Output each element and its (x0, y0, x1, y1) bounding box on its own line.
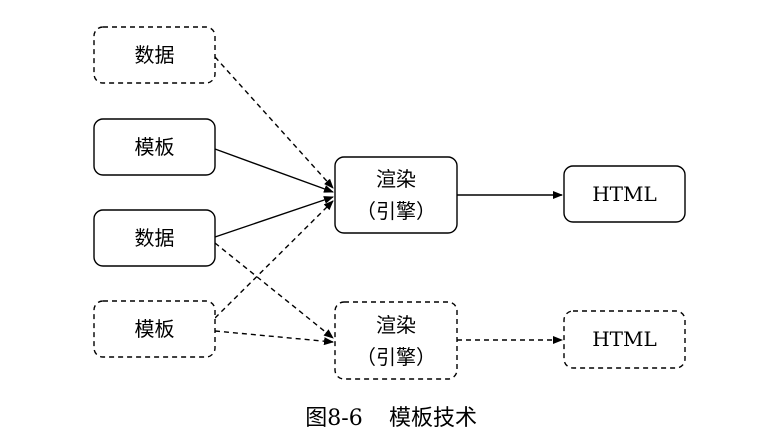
node-render-engine-top-line1: 渲染 (376, 167, 416, 191)
node-render-engine-top: 渲染 （引擎） (334, 156, 458, 234)
node-html-bottom-label: HTML (592, 327, 657, 351)
node-render-engine-top-line2: （引擎） (356, 199, 436, 223)
node-html-top-label: HTML (592, 182, 657, 206)
edge-template-bottom-to-render-bottom (214, 330, 334, 346)
edges (214, 56, 563, 346)
figure-title: 模板技术 (389, 406, 477, 431)
node-template-bottom: 模板 (93, 300, 216, 358)
node-data-mid: 数据 (93, 209, 216, 267)
node-render-engine-bottom: 渲染 （引擎） (334, 301, 458, 380)
edge-data-mid-to-render-top (214, 196, 334, 238)
node-template-mid-label: 模板 (135, 135, 175, 159)
figure-number: 图8-6 (305, 406, 362, 431)
node-render-engine-bottom-line2: （引擎） (356, 345, 436, 369)
node-data-mid-label: 数据 (135, 226, 175, 250)
edge-template-bottom-to-render-top (214, 200, 334, 319)
node-html-top: HTML (563, 165, 686, 223)
node-data-top-label: 数据 (135, 43, 175, 67)
edge-data-top-to-render-top (214, 56, 334, 189)
node-html-bottom: HTML (563, 310, 686, 369)
figure-caption: 图8-6 模板技术 (305, 406, 477, 431)
edge-template-mid-to-render-top (214, 148, 334, 193)
node-template-mid: 模板 (93, 118, 216, 176)
edge-data-mid-to-render-bottom (214, 242, 334, 339)
node-template-bottom-label: 模板 (135, 317, 175, 341)
node-render-engine-bottom-line1: 渲染 (376, 313, 416, 337)
node-data-top: 数据 (93, 26, 216, 84)
